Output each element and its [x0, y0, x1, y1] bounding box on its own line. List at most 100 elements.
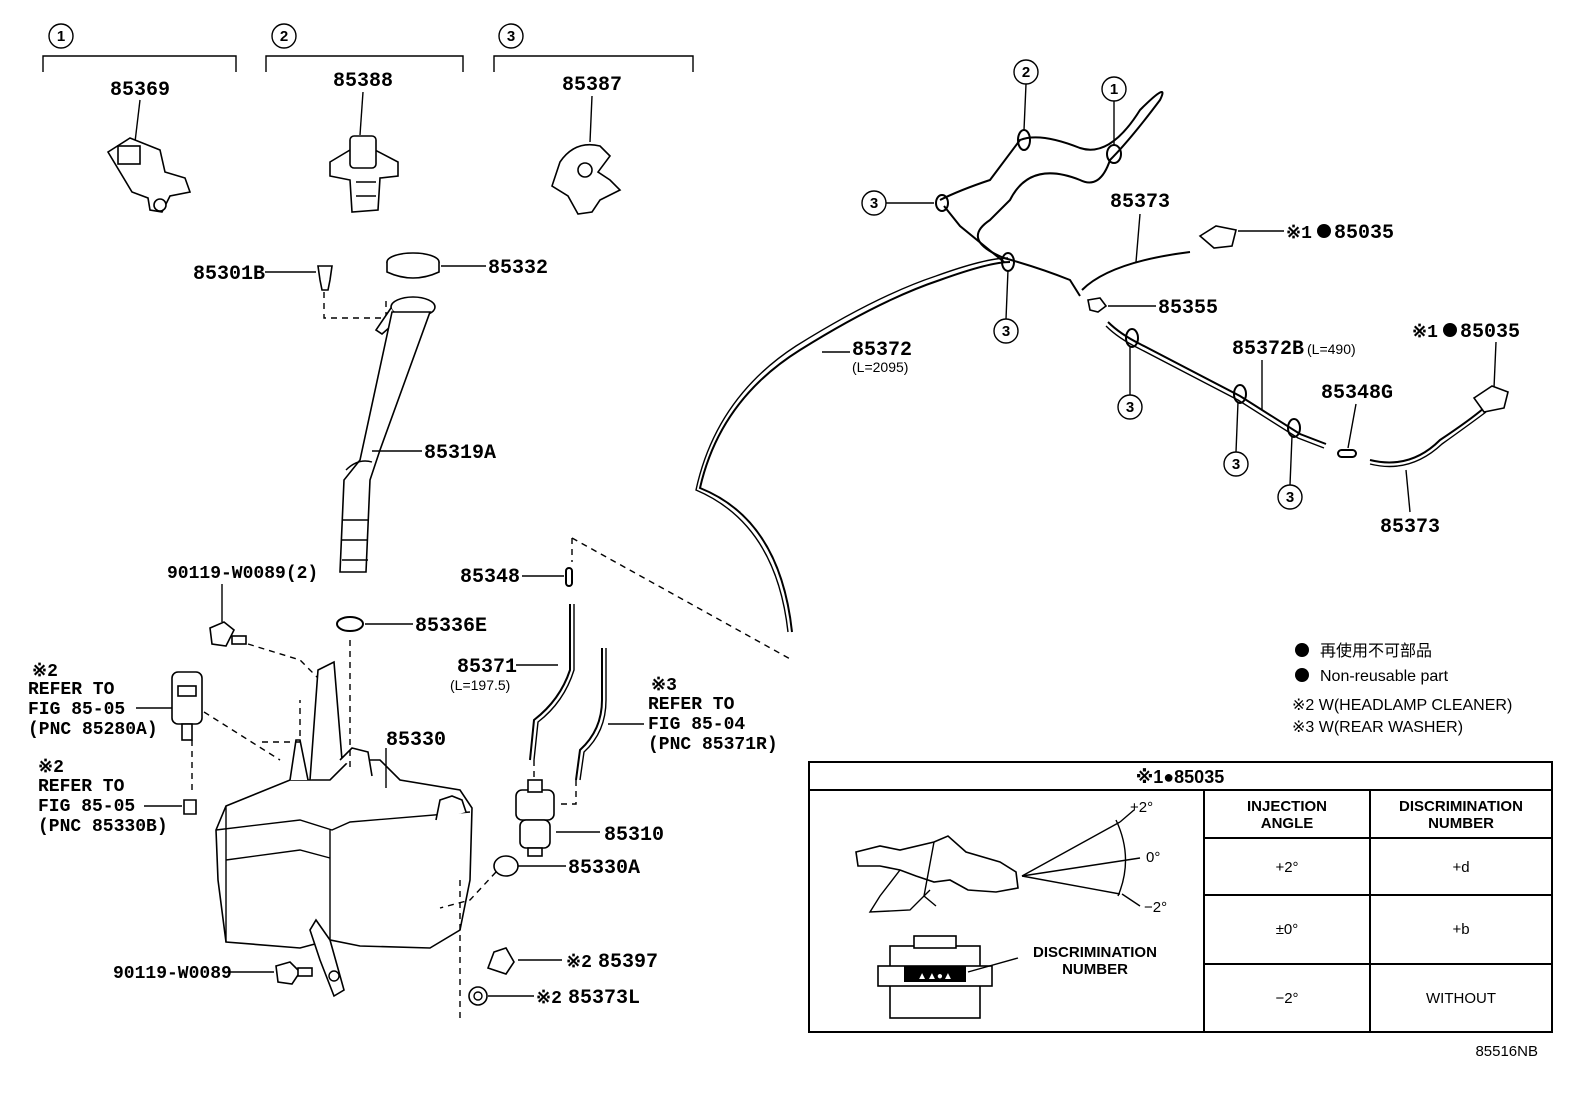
refer-note-85280A: ※2 REFER TO FIG 85-05 (PNC 85280A) — [28, 662, 281, 790]
part-number-85348[interactable]: 85348 — [460, 566, 520, 589]
part-number-90119[interactable]: 90119-W0089 — [113, 964, 232, 984]
part-number-85355[interactable]: 85355 — [1158, 297, 1218, 320]
pump-85310[interactable]: 85310 — [515, 760, 664, 857]
bolt-90119-2[interactable]: 90119-W0089(2) — [167, 564, 321, 681]
part-number-85330A[interactable]: 85330A — [568, 857, 640, 880]
part-number-85348G[interactable]: 85348G — [1321, 382, 1393, 405]
headlamp-pump-icon[interactable] — [171, 671, 203, 741]
callout-number-3: 3 — [870, 195, 878, 212]
part-number-85373-top[interactable]: 85373 — [1110, 191, 1170, 214]
hose-85348[interactable]: 85348 — [460, 537, 793, 661]
nozzle-85035-top[interactable]: ※1 85035 — [1198, 222, 1394, 249]
callout-number-3: 3 — [1286, 489, 1294, 506]
part-number-85035-right[interactable]: 85035 — [1460, 321, 1520, 344]
row-number: +d — [1452, 859, 1469, 876]
callout-number-1: 1 — [57, 28, 65, 45]
callout-circle-3 — [498, 23, 524, 49]
row-angle: −2° — [1275, 990, 1298, 1007]
part-number-85301B[interactable]: 85301B — [193, 263, 265, 286]
hose-85373-top[interactable]: 85373 — [1110, 191, 1170, 263]
part-number-85388[interactable]: 85388 — [333, 70, 393, 93]
callout-number-3: 3 — [1126, 399, 1134, 416]
leader-line — [134, 99, 141, 143]
refer-line3: (PNC 85330B) — [38, 817, 168, 837]
grommet-icon[interactable] — [183, 799, 197, 815]
group-bracket — [265, 55, 464, 72]
col-header-number: NUMBER — [1428, 815, 1494, 832]
disc-label-line1: DISCRIMINATION — [1033, 944, 1157, 961]
callout-circle-1 — [48, 23, 74, 49]
figure-id: 85516NB — [1475, 1043, 1538, 1060]
note-mark-1b: ※1 — [1412, 323, 1438, 343]
col-header-discrimination: DISCRIMINATION — [1399, 798, 1523, 815]
bolt-icon — [275, 961, 302, 985]
pin-icon — [317, 265, 333, 291]
refer-line2[interactable]: FIG 85-04 — [648, 715, 745, 735]
callout-number-2: 2 — [280, 28, 288, 45]
note-mark-3: ※3 — [651, 676, 677, 696]
angle-plus-label: +2° — [1130, 799, 1153, 816]
clip-85388-icon[interactable] — [329, 135, 399, 213]
svg-text:▲▲●▲: ▲▲●▲ — [917, 971, 953, 982]
tank-85330[interactable]: 85330 — [215, 640, 473, 998]
hose-85371[interactable]: 85371 (L=197.5) — [450, 604, 575, 761]
disc-label-line2: NUMBER — [1062, 961, 1128, 978]
part-number-85371[interactable]: 85371 — [457, 656, 517, 679]
part-number-85332[interactable]: 85332 — [488, 257, 548, 280]
col-header-angle: ANGLE — [1261, 815, 1314, 832]
refer-line2[interactable]: FIG 85-05 — [28, 700, 125, 720]
part-number-85035-top[interactable]: 85035 — [1334, 222, 1394, 245]
part-number-85373-bottom[interactable]: 85373 — [1380, 516, 1440, 539]
legend-note3: ※3 W(REAR WASHER) — [1292, 719, 1463, 736]
grommet-85330A[interactable]: 85330A — [439, 855, 640, 909]
refer-line3: (PNC 85280A) — [28, 720, 158, 740]
clip-85387-icon[interactable] — [551, 143, 622, 215]
joint-85355[interactable]: 85355 — [1087, 297, 1218, 320]
note-mark-2a: ※2 — [32, 662, 58, 682]
length-85372B: (L=490) — [1307, 341, 1356, 357]
nozzle-spray-illustration: +2° 0° −2° — [855, 799, 1167, 916]
hose-85372B[interactable]: 85372B (L=490) — [1105, 321, 1356, 449]
filler-neck-85319A[interactable]: 85319A — [339, 296, 496, 573]
part-number-85336E[interactable]: 85336E — [415, 615, 487, 638]
legend: 再使用不可部品 Non-reusable part ※2 W(HEADLAMP … — [1292, 642, 1512, 736]
part-number-85397[interactable]: 85397 — [598, 951, 658, 974]
bolt-icon — [209, 621, 236, 647]
nozzle-85035-right[interactable]: ※1 85035 — [1412, 321, 1520, 413]
joint-85397[interactable]: ※2 85397 — [486, 947, 658, 975]
col-header-injection: INJECTION — [1247, 798, 1327, 815]
note-mark-1a: ※1 — [1286, 224, 1312, 244]
table-frame — [808, 761, 1553, 1033]
refer-line2[interactable]: FIG 85-05 — [38, 797, 135, 817]
o-ring-85336E[interactable]: 85336E — [336, 615, 487, 638]
refer-line1: REFER TO — [28, 680, 115, 700]
legend-note2: ※2 W(HEADLAMP CLEANER) — [1292, 697, 1512, 714]
callout-number-3: 3 — [507, 28, 515, 45]
hose-85373-bottom[interactable]: 85373 — [1369, 407, 1487, 539]
part-number-85387[interactable]: 85387 — [562, 74, 622, 97]
pin-85301B[interactable]: 85301B — [193, 263, 387, 319]
angle-minus-label: −2° — [1144, 899, 1167, 916]
part-number-85369[interactable]: 85369 — [110, 79, 170, 102]
note-mark-2c: ※2 — [566, 953, 592, 973]
part-number-85330[interactable]: 85330 — [386, 729, 446, 752]
hose-85372[interactable]: 85372 (L=2095) — [695, 257, 1011, 633]
joint-85348G[interactable]: 85348G — [1321, 382, 1393, 458]
row-angle: ±0° — [1276, 921, 1299, 938]
grommet-85373L[interactable]: ※2 85373L — [459, 880, 640, 1020]
part-number-85373L[interactable]: 85373L — [568, 987, 640, 1010]
bolt-90119[interactable]: 90119-W0089 — [113, 961, 313, 985]
part-number-85310[interactable]: 85310 — [604, 824, 664, 847]
part-number-85372B[interactable]: 85372B — [1232, 338, 1304, 361]
part-number-90119-2[interactable]: 90119-W0089(2) — [167, 564, 318, 584]
cap-85332[interactable]: 85332 — [386, 252, 548, 280]
refer-line3: (PNC 85371R) — [648, 735, 778, 755]
part-number-85319A[interactable]: 85319A — [424, 442, 496, 465]
part-number-85372[interactable]: 85372 — [852, 339, 912, 362]
leader-line — [359, 91, 364, 136]
callout-number-1: 1 — [1110, 81, 1118, 98]
callout-circle-2 — [271, 23, 297, 49]
clip-85369-icon[interactable] — [106, 137, 192, 213]
